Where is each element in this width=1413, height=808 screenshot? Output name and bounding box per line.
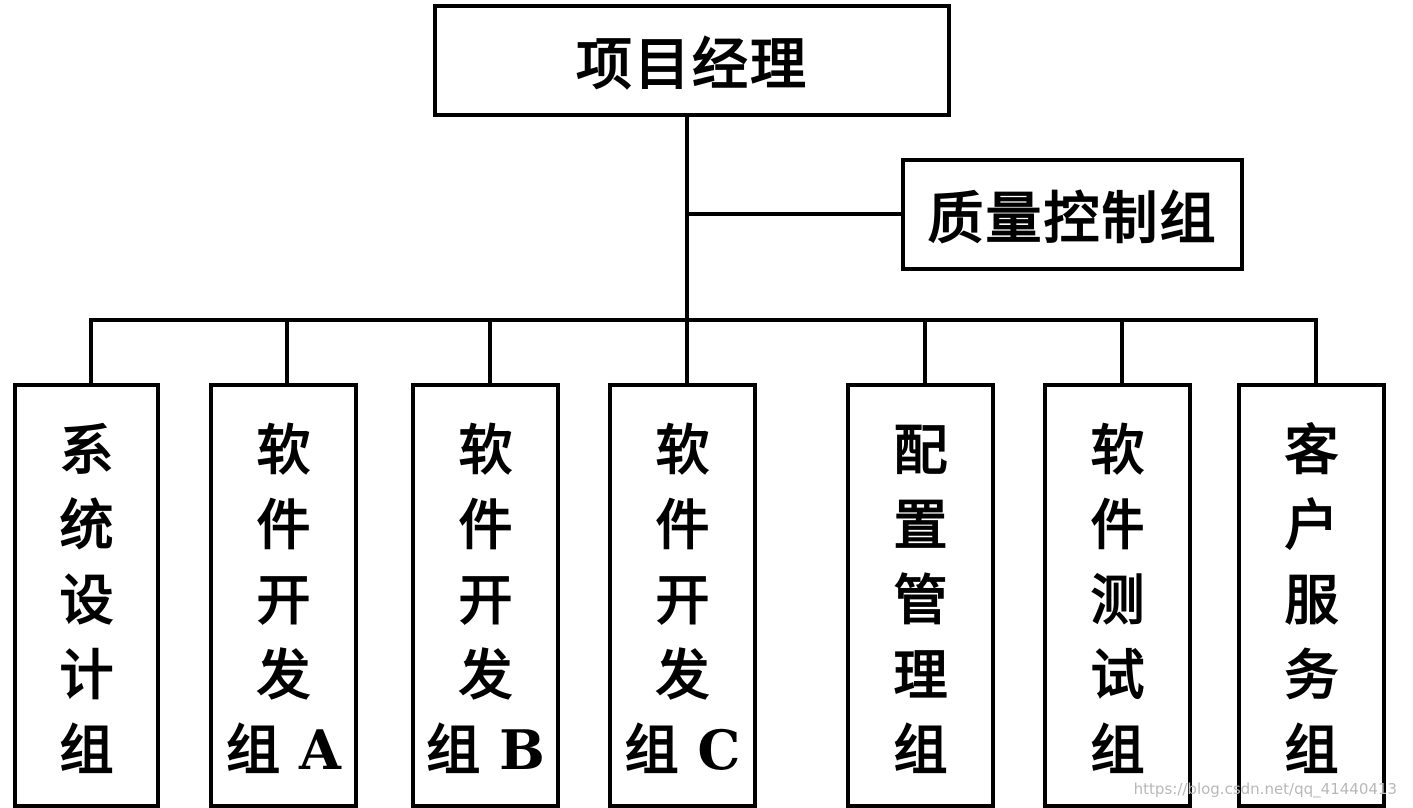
node-char: 客 [1284, 418, 1339, 482]
node-char: 件 [1090, 493, 1145, 557]
node-char: 管 [893, 568, 948, 632]
node-char: 组 [893, 718, 948, 782]
node-char: 配 [893, 418, 948, 482]
node-char: 计 [59, 643, 114, 707]
node-char: 组 A [226, 718, 341, 782]
node-project-manager-label: 项目经理 [576, 32, 808, 98]
node-char: 开 [655, 568, 710, 632]
node-software-testing: 软 件 测 试 组 [1043, 383, 1192, 808]
node-char: 组 [59, 718, 114, 782]
node-char: 软 [256, 418, 311, 482]
connector-drop-config-mgmt [923, 318, 927, 386]
node-char: 试 [1090, 643, 1145, 707]
connector-side-branch [687, 212, 904, 216]
node-char: 发 [256, 643, 311, 707]
node-char: 系 [59, 418, 114, 482]
node-char: 件 [655, 493, 710, 557]
node-char: 软 [1090, 418, 1145, 482]
node-char: 开 [458, 568, 513, 632]
node-char: 测 [1090, 568, 1145, 632]
connector-drop-testing [1120, 318, 1124, 386]
node-quality-control-label: 质量控制组 [927, 186, 1218, 252]
node-char: 件 [256, 493, 311, 557]
node-quality-control: 质量控制组 [901, 158, 1244, 271]
node-char: 置 [893, 493, 948, 557]
connector-drop-dev-b [488, 318, 492, 386]
node-system-design: 系 统 设 计 组 [13, 383, 160, 808]
connector-drop-dev-c [685, 318, 689, 386]
node-char: 务 [1284, 643, 1339, 707]
connector-drop-system-design [89, 318, 93, 386]
node-dev-group-b: 软 件 开 发 组 B [411, 383, 560, 808]
node-char: 软 [655, 418, 710, 482]
node-char: 理 [893, 643, 948, 707]
node-project-manager: 项目经理 [433, 4, 951, 117]
node-char: 设 [59, 568, 114, 632]
watermark-text: https://blog.csdn.net/qq_41440413 [1133, 780, 1397, 798]
node-char: 组 C [624, 718, 741, 782]
connector-horizontal-bus [89, 318, 1318, 322]
node-dev-group-a: 软 件 开 发 组 A [209, 383, 358, 808]
connector-drop-dev-a [285, 318, 289, 386]
node-customer-service: 客 户 服 务 组 [1237, 383, 1386, 808]
connector-drop-customer-service [1314, 318, 1318, 386]
node-char: 统 [59, 493, 114, 557]
node-char: 组 [1284, 718, 1339, 782]
node-char: 开 [256, 568, 311, 632]
node-char: 户 [1284, 493, 1339, 557]
node-char: 组 B [426, 718, 545, 782]
node-dev-group-c: 软 件 开 发 组 C [608, 383, 757, 808]
node-config-mgmt: 配 置 管 理 组 [846, 383, 995, 808]
node-char: 服 [1284, 568, 1339, 632]
node-char: 发 [458, 643, 513, 707]
node-char: 发 [655, 643, 710, 707]
node-char: 件 [458, 493, 513, 557]
node-char: 软 [458, 418, 513, 482]
connector-root-trunk [685, 115, 689, 322]
node-char: 组 [1090, 718, 1145, 782]
